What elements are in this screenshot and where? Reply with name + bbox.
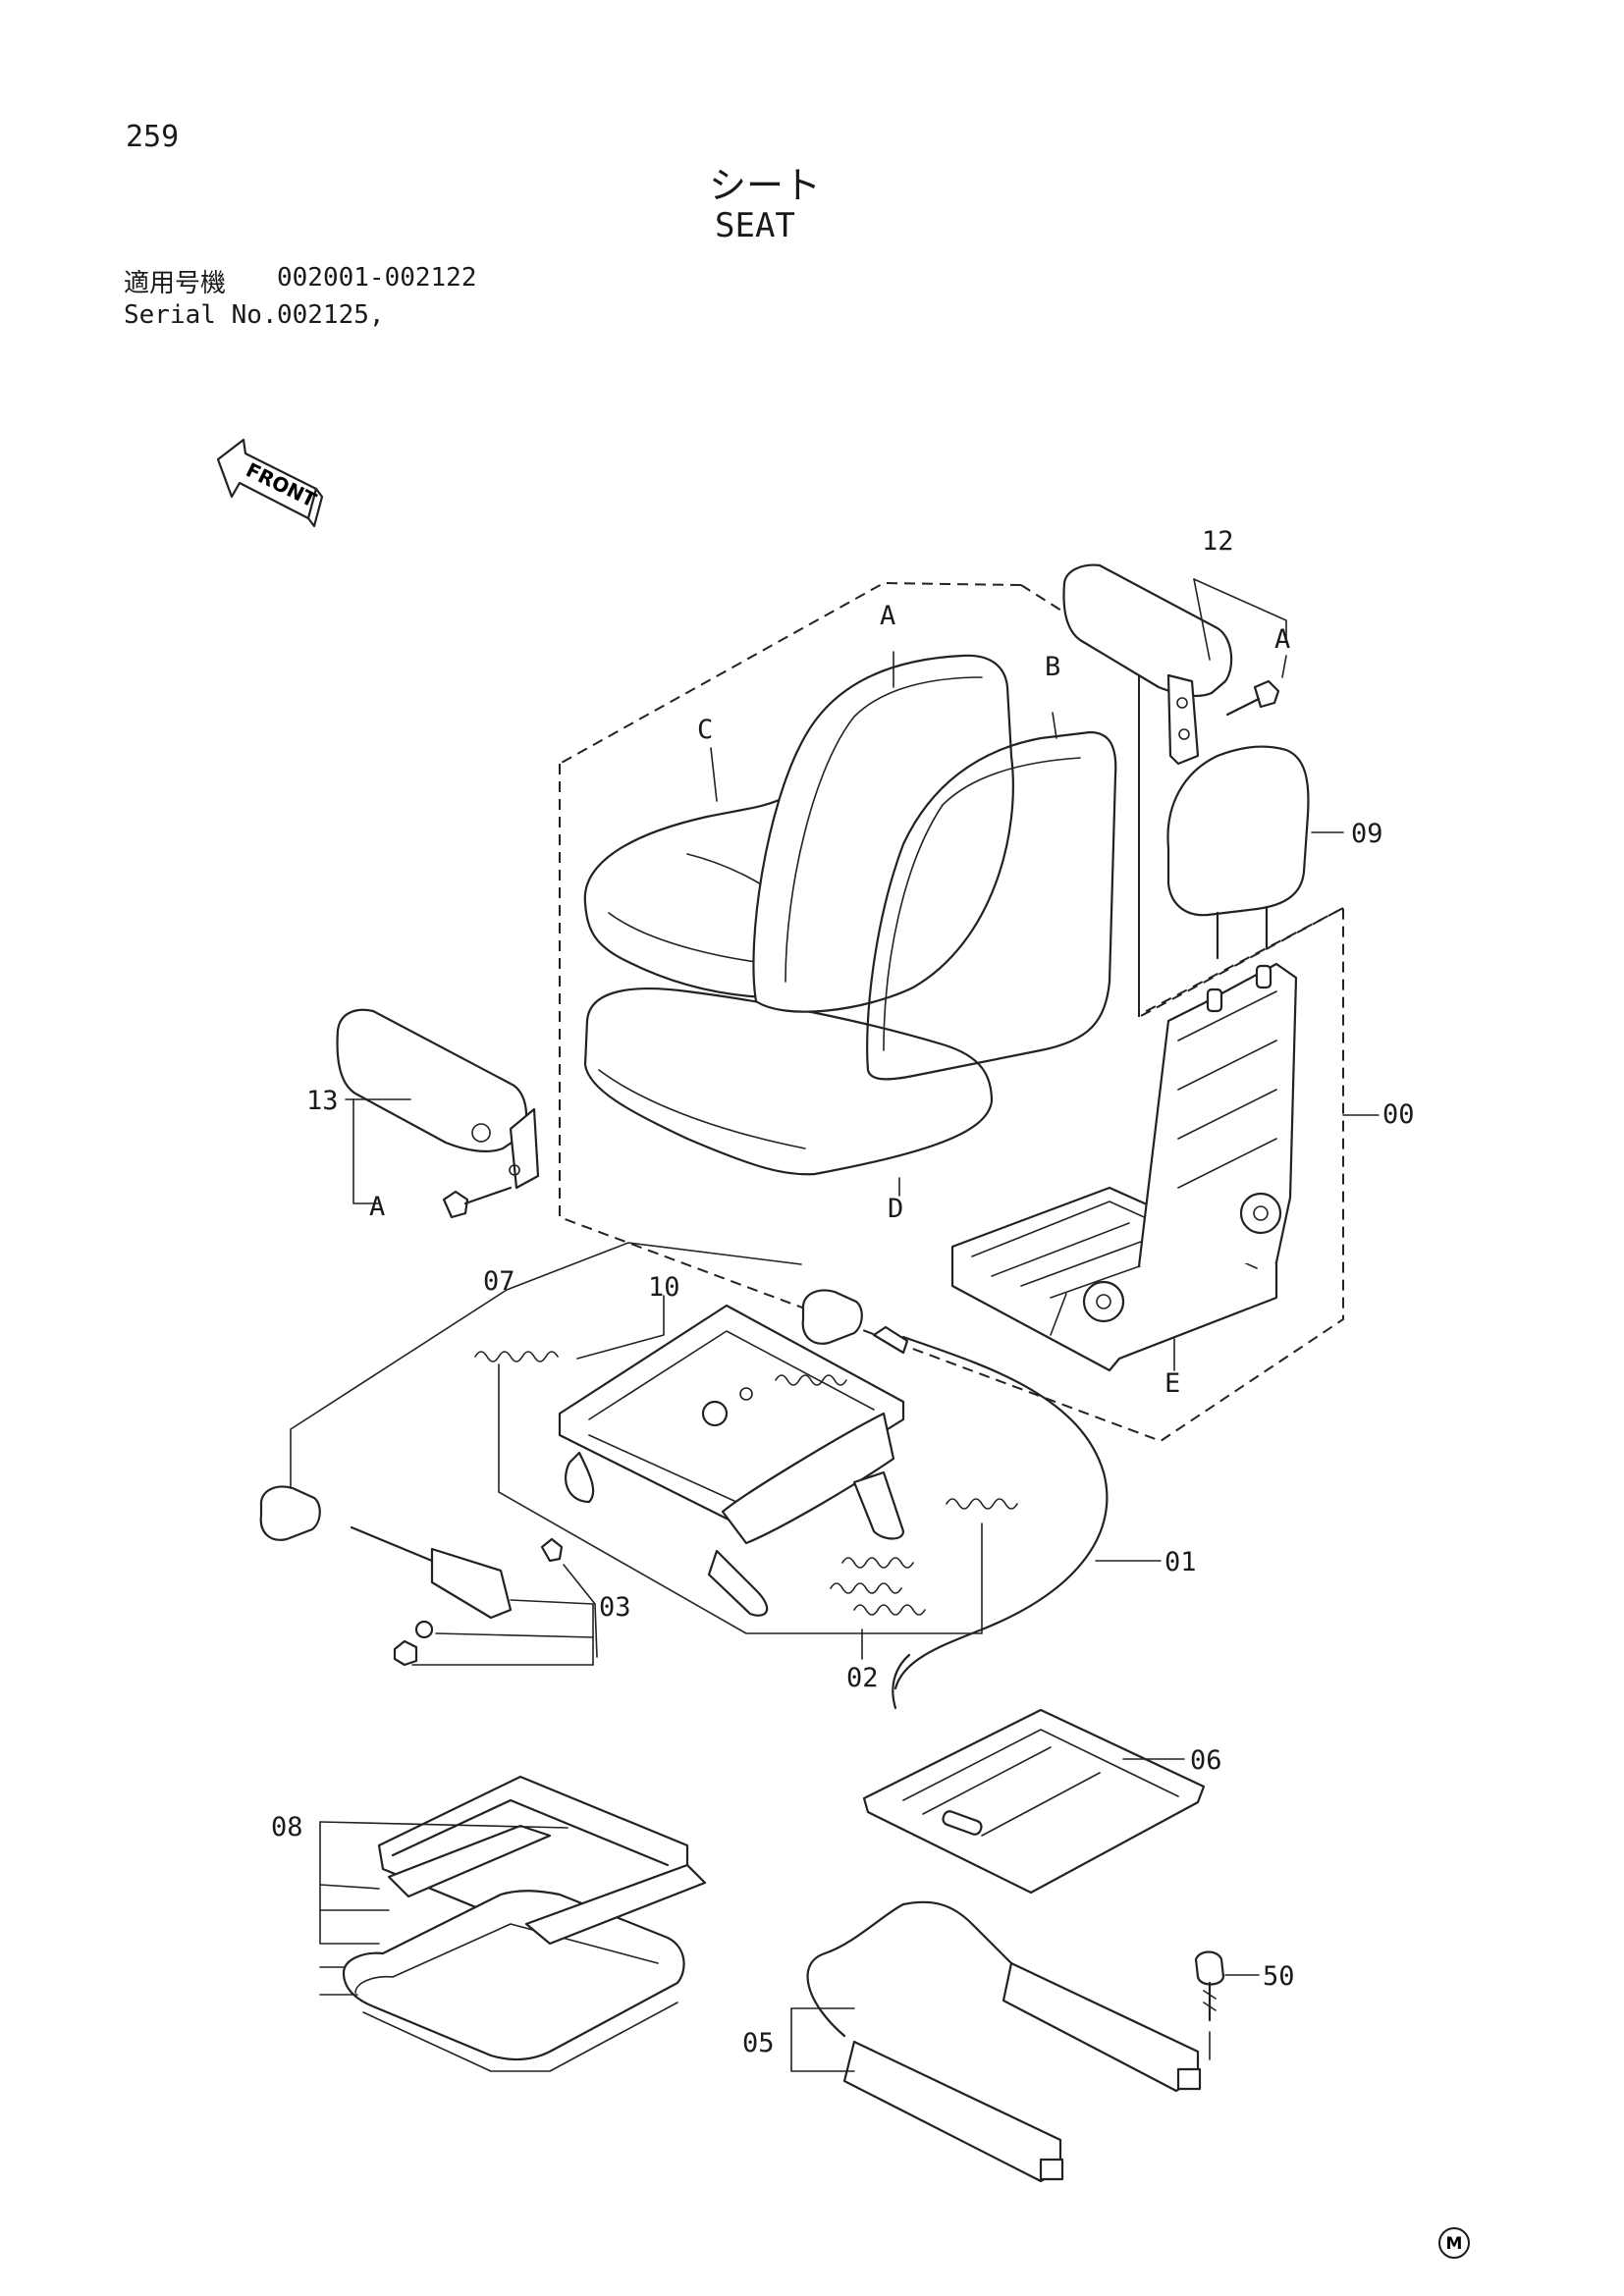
callout-05: 05 (742, 2028, 775, 2058)
m-mark-icon: M (1438, 2227, 1470, 2259)
backrest-cushion-b (866, 730, 1117, 1081)
callout-08: 08 (271, 1812, 303, 1842)
serial-range-1: 002001-002122 (277, 263, 477, 293)
callout-02: 02 (846, 1663, 879, 1693)
callout-03: 03 (599, 1592, 631, 1623)
headrest (1166, 745, 1310, 960)
backrest-a (752, 654, 1014, 1013)
callout-09: 09 (1351, 819, 1383, 849)
callout-12: 12 (1202, 526, 1234, 557)
suspension-frame (558, 1304, 905, 1617)
slide-rails (806, 1900, 1202, 2183)
spring-set (474, 1351, 1018, 1616)
callout-a-left: A (369, 1192, 385, 1222)
m-mark-label: M (1446, 2234, 1463, 2254)
title-japanese: シート (709, 164, 822, 207)
front-arrow-icon: FRONT (216, 438, 324, 528)
serial-range-2: 002125, (277, 300, 385, 330)
bolt-50 (1194, 1950, 1225, 2022)
callout-01: 01 (1164, 1547, 1197, 1577)
callout-07: 07 (483, 1266, 515, 1297)
serial-label-english: Serial No. (124, 300, 278, 330)
seat-frame (950, 962, 1298, 1372)
callout-00: 00 (1382, 1099, 1415, 1130)
callout-06: 06 (1190, 1745, 1222, 1776)
armrest-left (336, 1008, 540, 1219)
title-english: SEAT (715, 206, 795, 245)
serial-label-japanese: 適用号機 (124, 269, 227, 298)
callout-a-top: A (1274, 624, 1290, 655)
callout-b: B (1045, 652, 1060, 682)
bolt-set (350, 1525, 564, 1667)
armrest-right (1062, 563, 1280, 766)
callout-d: D (888, 1194, 903, 1224)
callout-50: 50 (1263, 1961, 1295, 1992)
slide-base (862, 1708, 1206, 1895)
callout-a-backrest: A (880, 601, 895, 631)
adjust-cable (872, 1325, 1109, 1710)
page-number: 259 (126, 120, 180, 154)
seat-cushion-d (583, 987, 994, 1176)
callout-e: E (1164, 1368, 1180, 1399)
callout-10: 10 (648, 1272, 680, 1303)
mount-plates (342, 1775, 707, 2072)
leader-lines (290, 578, 1380, 2072)
callout-c: C (697, 715, 713, 745)
callout-13: 13 (306, 1086, 339, 1116)
bumper-set (259, 1289, 863, 1541)
